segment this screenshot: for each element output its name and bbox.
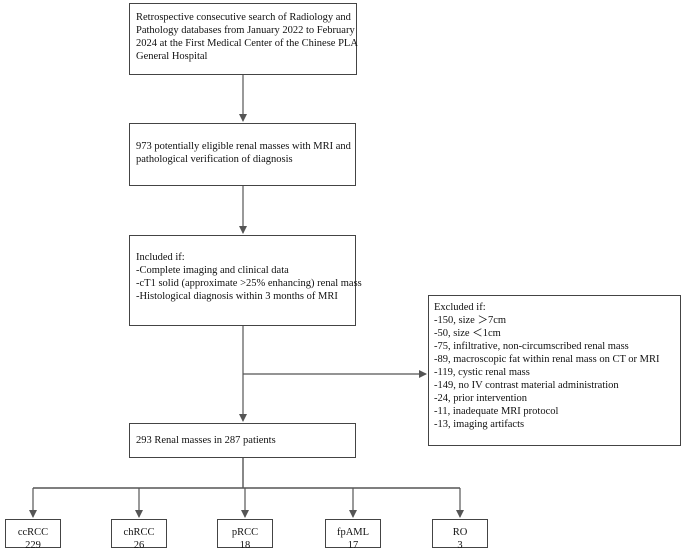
inclusion-criterion: -Complete imaging and clinical data [136,265,289,276]
search-line: 2024 at the First Medical Center of the … [136,38,358,49]
outcome-label: ccRCC [17,527,49,538]
final-cohort-text: 293 Renal masses in 287 patients [136,435,276,446]
eligible-line: 973 potentially eligible renal masses wi… [136,141,351,152]
exclusion-criterion: -119, cystic renal mass [434,367,530,378]
final-cohort-box: 293 Renal masses in 287 patients [129,423,356,458]
outcome-count: 18 [239,540,251,548]
search-line: Retrospective consecutive search of Radi… [136,12,351,23]
outcome-count: 17 [347,540,359,548]
search-box: Retrospective consecutive search of Radi… [129,3,358,75]
inclusion-criterion: -Histological diagnosis within 3 months … [136,291,338,302]
outcome-box-ro: RO 3 [432,519,488,548]
outcome-box-prcc: pRCC 18 [217,519,273,548]
exclusion-criterion: -89, macroscopic fat within renal mass o… [434,354,660,365]
outcome-box-ccrcc: ccRCC 229 [5,519,61,548]
outcome-box-chrcc: chRCC 26 [111,519,167,548]
outcome-label: pRCC [231,527,259,538]
outcome-count: 229 [25,540,41,548]
exclusion-criterion: -149, no IV contrast material administra… [434,380,619,391]
outcome-box-fpaml: fpAML 17 [325,519,381,548]
inclusion-criterion: -cT1 solid (approximate >25% enhancing) … [136,278,362,289]
exclusion-criterion: -75, infiltrative, non-circumscribed ren… [434,341,629,352]
inclusion-criteria-box: Included if: -Complete imaging and clini… [129,235,362,326]
eligible-box: 973 potentially eligible renal masses wi… [129,123,356,186]
exclusion-criterion: -24, prior intervention [434,393,528,404]
search-line: Pathology databases from January 2022 to… [136,25,355,36]
exclusion-criteria-box: Excluded if: -150, size ＞7cm -50, size ＜… [428,295,681,446]
inclusion-heading: Included if: [136,252,185,263]
outcome-label: RO [452,527,468,538]
outcome-count: 3 [457,540,463,548]
exclusion-criterion: -13, imaging artifacts [434,419,525,430]
outcome-count: 26 [133,540,145,548]
search-line: General Hospital [136,51,208,62]
exclusion-criterion: -11, inadequate MRI protocol [434,406,559,417]
outcome-label: fpAML [336,527,370,538]
exclusion-criterion: -150, size ＞7cm [434,315,507,326]
eligible-line: pathological verification of diagnosis [136,154,293,165]
exclusion-criterion: -50, size ＜1cm [434,328,501,339]
exclusion-heading: Excluded if: [434,302,486,313]
outcome-label: chRCC [123,527,155,538]
